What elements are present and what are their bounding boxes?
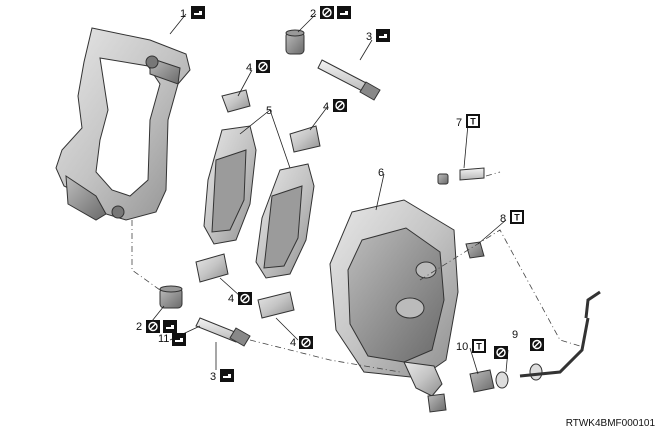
no-reuse-icon [530,338,544,351]
callout-number: 3 [366,31,372,43]
callout-7: 7 T [456,114,480,129]
pad-clip-4 [257,291,295,319]
torque-icon: T [510,210,524,224]
callout-number: 3 [210,371,216,383]
no-reuse-icon [299,336,313,349]
brake-pad-right [255,163,315,279]
mounting-bolt [427,393,447,413]
callout-number: 4 [228,293,234,305]
callout-1: 1 [180,6,205,20]
callout-number: 6 [378,167,384,179]
grease-icon [376,29,390,42]
pad-clip-2 [289,125,321,153]
callout-number: 5 [266,105,272,117]
callout-number: 4 [290,337,296,349]
grease-icon [337,6,351,19]
alignment-lines [131,171,581,373]
callout-3-bottom: 3 [210,369,234,383]
no-reuse-icon [238,292,252,305]
callout-4-d: 4 [290,336,313,349]
torque-icon: T [466,114,480,128]
no-reuse-icon [146,320,160,333]
no-reuse-icon [494,346,508,359]
svg-text:T: T [514,213,520,223]
callout-number: 8 [500,213,506,225]
grease-icon [163,320,177,333]
grease-icon [172,333,186,346]
grease-icon [191,6,205,19]
figure-reference-code: RTWK4BMF000101 [565,418,655,429]
callout-number: 2 [310,8,316,20]
callout-4-c: 4 [228,292,252,305]
callout-3-top: 3 [366,29,390,43]
gasket [495,363,543,389]
callout-4-b: 4 [323,99,347,113]
no-reuse-icon [333,99,347,112]
brake-pad-left [203,125,257,245]
caliper-body [329,199,459,397]
brake-hose [519,290,601,378]
svg-text:T: T [476,342,482,352]
callout-number: 2 [136,321,142,333]
no-reuse-icon [320,6,334,19]
callout-2-top: 2 [310,6,351,20]
svg-text:T: T [470,117,476,127]
guide-pin-top [317,59,381,101]
torque-icon: T [472,339,486,353]
callout-4-a: 4 [246,60,270,74]
callout-6: 6 [378,167,384,179]
bushing-top [285,29,305,55]
callout-number: 11 [158,333,169,345]
caliper-bracket [55,27,191,221]
bleeder-screw [437,167,485,185]
pad-clip-3 [195,253,229,283]
callout-11: 11 [158,333,186,346]
callout-number: 1 [180,8,186,20]
callout-number: 7 [456,117,462,129]
union-bolt [469,369,495,393]
callout-number: 4 [246,62,252,74]
pad-clip-1 [221,89,251,113]
guide-pin-bottom [195,317,251,347]
callout-8: 8 T [500,210,524,225]
callout-number: 9 [512,329,518,341]
callout-number: 10 [456,341,468,353]
callout-5: 5 [266,105,272,117]
callout-9: 9 [494,329,544,359]
callout-number: 4 [323,101,329,113]
callout-10: 10 T [456,339,486,353]
grease-icon [220,369,234,382]
no-reuse-icon [256,60,270,73]
caliper-bolt [465,241,485,259]
bushing-bottom [159,285,183,309]
callout-2-bottom: 2 [136,320,177,333]
